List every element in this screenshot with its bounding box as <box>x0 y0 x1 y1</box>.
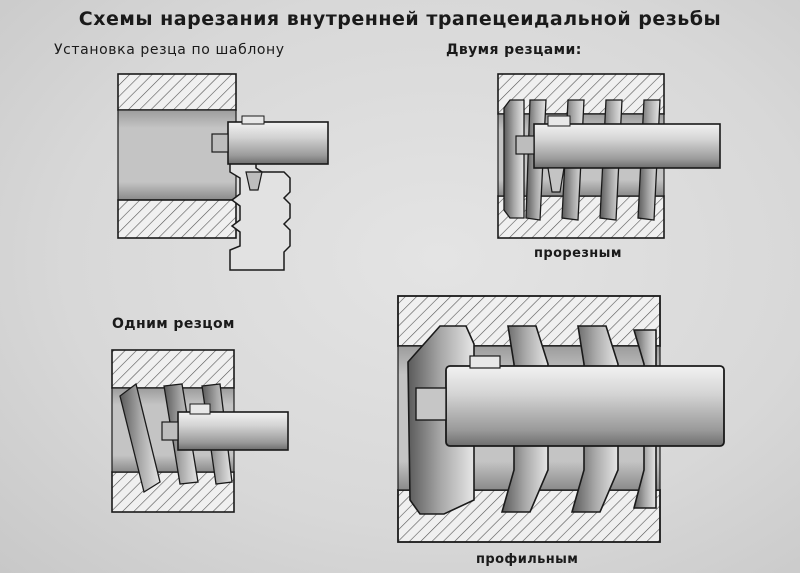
label-profile: профильным <box>476 552 579 567</box>
boring-bar <box>445 365 725 447</box>
label-one-cutter: Одним резцом <box>112 316 235 332</box>
bore <box>117 109 237 201</box>
thread-template <box>229 159 291 271</box>
figure-one-cutter <box>111 349 289 513</box>
cutter-holder <box>189 403 211 415</box>
cutter-holder <box>241 115 265 125</box>
clamp-screw <box>211 133 229 153</box>
label-two-cutters: Двумя резцами: <box>446 42 582 58</box>
boring-bar <box>227 121 329 165</box>
label-slotted: прорезным <box>534 246 622 261</box>
nut-wall-bottom <box>117 199 237 239</box>
figure-template-setup <box>117 73 329 271</box>
clamp-screw <box>161 421 179 441</box>
nut-wall-bottom <box>111 471 235 513</box>
cutter-holder <box>547 115 571 127</box>
boring-bar <box>177 411 289 451</box>
nut-wall-top <box>111 349 235 389</box>
cutter-tip <box>245 171 263 191</box>
clamp-screw <box>515 135 535 155</box>
figure-slotted-cutter <box>497 73 721 239</box>
boring-bar <box>533 123 721 169</box>
clamp-screw <box>415 387 447 421</box>
nut-wall-top <box>117 73 237 111</box>
figure-profile-cutter <box>397 295 725 543</box>
label-template-setup: Установка резца по шаблону <box>54 42 285 58</box>
slotting-cutter <box>547 167 565 193</box>
page-title: Схемы нарезания внутренней трапецеидальн… <box>78 8 722 30</box>
cutter-holder <box>469 355 501 369</box>
